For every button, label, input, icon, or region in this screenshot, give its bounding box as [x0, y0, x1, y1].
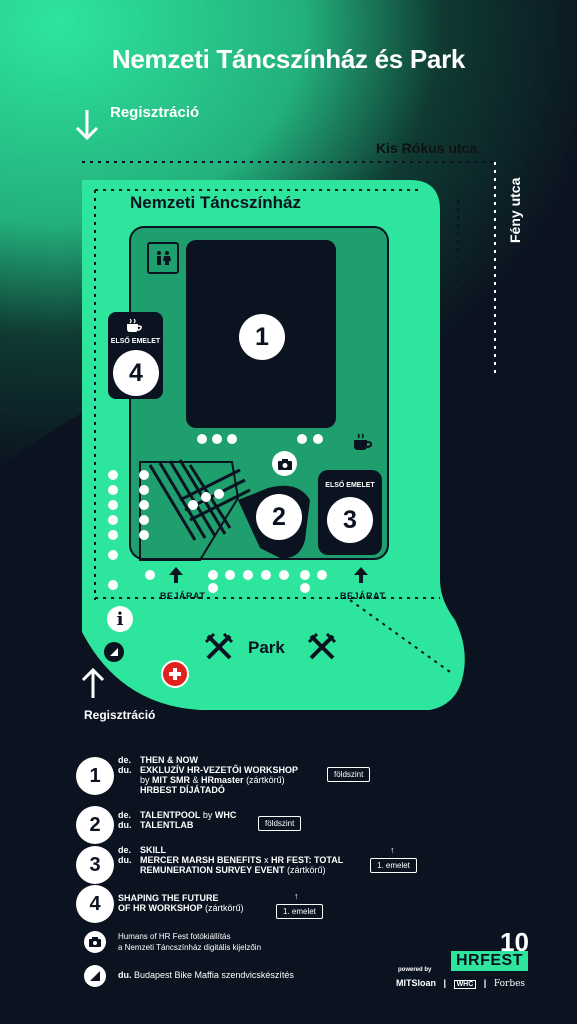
info-icon[interactable]: i [107, 606, 133, 632]
room-4-floor-label: ELSŐ EMELET [110, 338, 161, 345]
sponsor-logos: MITSloan | WHC | Forbes [396, 978, 526, 989]
camera-icon [272, 451, 297, 476]
park-label: Park [248, 638, 285, 657]
powered-by-label: powered by [398, 967, 432, 973]
up-arrow-icon: ↑ [294, 891, 299, 901]
room-2-marker[interactable]: 2 [256, 494, 302, 540]
entrance-label-left: BEJÁRAT [160, 591, 206, 601]
room-3-marker[interactable]: 3 [327, 497, 373, 543]
arrow-up-icon [169, 567, 183, 583]
sponsor-whc: WHC [453, 980, 477, 989]
street-feny: Fény utca [507, 177, 523, 243]
arrow-up-icon [354, 567, 368, 583]
legend-3-floor-badge: 1. emelet [370, 858, 417, 873]
legend-1-floor-badge: földszint [327, 767, 371, 782]
street-kis-rokus: Kis Rókus utca [376, 140, 478, 156]
hrfest-logo: HRFEST [451, 951, 528, 971]
registration-top-label: Regisztráció [110, 104, 200, 121]
legend-1-text: de.THEN & NOW du.EXKLUZÍV HR-VEZETŐI WOR… [118, 755, 299, 795]
bike-icon [104, 642, 124, 662]
legend-2-text: de.TALENTPOOL by WHC du.TALENTLAB [118, 810, 237, 830]
restroom-icon [147, 242, 179, 274]
legend-3-number: 3 [76, 846, 114, 884]
room-3-floor-label: ELSŐ EMELET [325, 482, 375, 489]
camera-icon [84, 931, 106, 953]
arrow-down-icon [75, 110, 99, 141]
bike-icon [84, 965, 106, 987]
coffee-icon [354, 433, 373, 450]
first-aid-icon [161, 660, 189, 688]
cutlery-icon [307, 632, 337, 660]
page-title: Nemzeti Táncszínház és Park [111, 44, 466, 74]
coffee-icon [127, 318, 142, 332]
camera-note: Humans of HR Fest fotókiállítás a Nemzet… [118, 932, 262, 952]
building-name: Nemzeti Táncszínház [130, 193, 301, 212]
registration-bottom-label: Regisztráció [84, 708, 156, 722]
bike-note: du. Budapest Bike Maffia szendvicskészít… [118, 970, 294, 980]
cutlery-icon [204, 632, 234, 660]
legend-4-text: SHAPING THE FUTURE OF HR WORKSHOP (zártk… [118, 893, 244, 913]
sponsor-forbes: Forbes [493, 979, 526, 989]
entrance-label-right: BEJÁRAT [340, 591, 386, 601]
room-4-marker[interactable]: 4 [113, 350, 159, 396]
legend-4-number: 4 [76, 885, 114, 923]
room-1-marker[interactable]: 1 [239, 314, 285, 360]
legend-2-number: 2 [76, 806, 114, 844]
legend-2-floor-badge: földszint [258, 816, 302, 831]
legend-4-floor-badge: 1. emelet [276, 904, 323, 919]
legend-3-text: de.SKILL du.MERCER MARSH BENEFITS x HR F… [118, 845, 344, 875]
legend-1-number: 1 [76, 757, 114, 795]
sponsor-mitsloan: MITSloan [396, 978, 436, 988]
up-arrow-icon: ↑ [390, 845, 395, 855]
arrow-up-icon [81, 667, 105, 698]
